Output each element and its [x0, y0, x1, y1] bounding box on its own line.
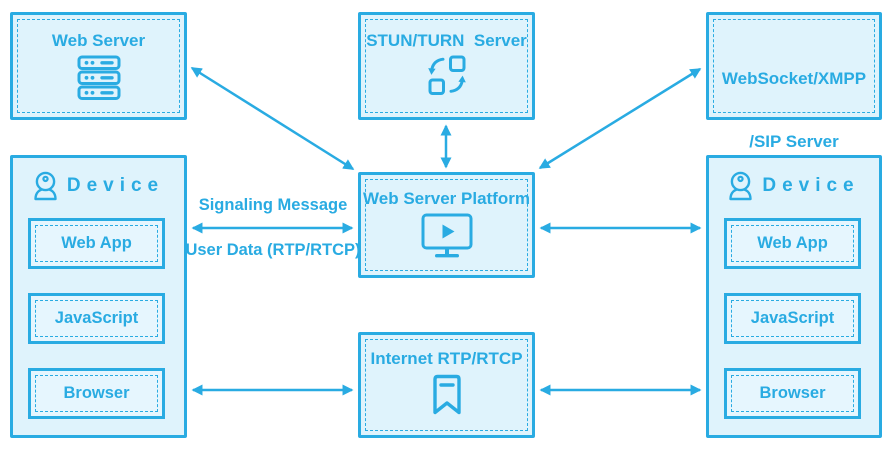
internet-title: Internet RTP/RTCP [370, 349, 523, 368]
edge-websocket-platform [538, 67, 702, 170]
node-platform-inner: Web Server Platform [363, 179, 530, 271]
device-right-browser-inner: Browser [731, 375, 854, 412]
web-server-title: Web Server [51, 31, 146, 50]
device-left-javascript: JavaScript [28, 293, 165, 344]
signaling-message-label: Signaling Message [198, 196, 348, 214]
device-right-header: Device [709, 171, 879, 201]
edge-webserver-platform [190, 66, 355, 171]
node-stun-turn-server: STUN/TURN Server [358, 12, 535, 120]
node-websocket-inner: WebSocket/XMPP /SIP Server [713, 19, 875, 151]
sync-icon [427, 55, 466, 95]
user-data-label: User Data (RTP/RTCP) [185, 241, 361, 259]
device-left-label: Device [66, 175, 165, 196]
device-left-header: Device [13, 171, 184, 201]
device-right-label: Device [762, 175, 860, 196]
node-internet-inner: Internet RTP/RTCP [365, 339, 528, 431]
javascript-label: JavaScript [750, 309, 835, 327]
webcam-icon [729, 171, 753, 201]
browser-label: Browser [759, 384, 826, 402]
websocket-title-line2: /SIP Server [749, 132, 839, 151]
device-right-web-app: Web App [724, 218, 861, 269]
web-app-label: Web App [61, 234, 132, 252]
device-left-web-app-inner: Web App [35, 225, 158, 262]
node-stun-turn-inner: STUN/TURN Server [365, 19, 528, 113]
node-web-server-platform: Web Server Platform [358, 172, 535, 278]
device-left-browser: Browser [28, 368, 165, 419]
device-right-browser: Browser [724, 368, 861, 419]
device-left-javascript-inner: JavaScript [35, 300, 158, 337]
web-app-label: Web App [757, 234, 828, 252]
device-left-browser-inner: Browser [35, 375, 158, 412]
device-right-javascript-inner: JavaScript [731, 300, 854, 337]
platform-title: Web Server Platform [363, 189, 530, 208]
bookmark-icon [432, 374, 461, 415]
webcam-icon [34, 171, 57, 201]
stun-turn-title: STUN/TURN Server [366, 31, 527, 50]
websocket-title: WebSocket/XMPP /SIP Server [722, 26, 866, 194]
browser-label: Browser [63, 384, 130, 402]
node-device-left: Device Web App JavaScript Browser [10, 155, 187, 438]
javascript-label: JavaScript [54, 309, 139, 327]
monitor-play-icon [421, 213, 472, 258]
server-icon [77, 55, 120, 100]
node-websocket-server: WebSocket/XMPP /SIP Server [706, 12, 882, 151]
device-right-web-app-inner: Web App [731, 225, 854, 262]
node-internet-rtp: Internet RTP/RTCP [358, 332, 535, 438]
node-web-server: Web Server [10, 12, 187, 120]
node-device-right: Device Web App JavaScript Browser [706, 155, 882, 438]
device-right-javascript: JavaScript [724, 293, 861, 344]
device-left-web-app: Web App [28, 218, 165, 269]
websocket-title-line1: WebSocket/XMPP [721, 69, 867, 88]
node-web-server-inner: Web Server [17, 19, 180, 113]
